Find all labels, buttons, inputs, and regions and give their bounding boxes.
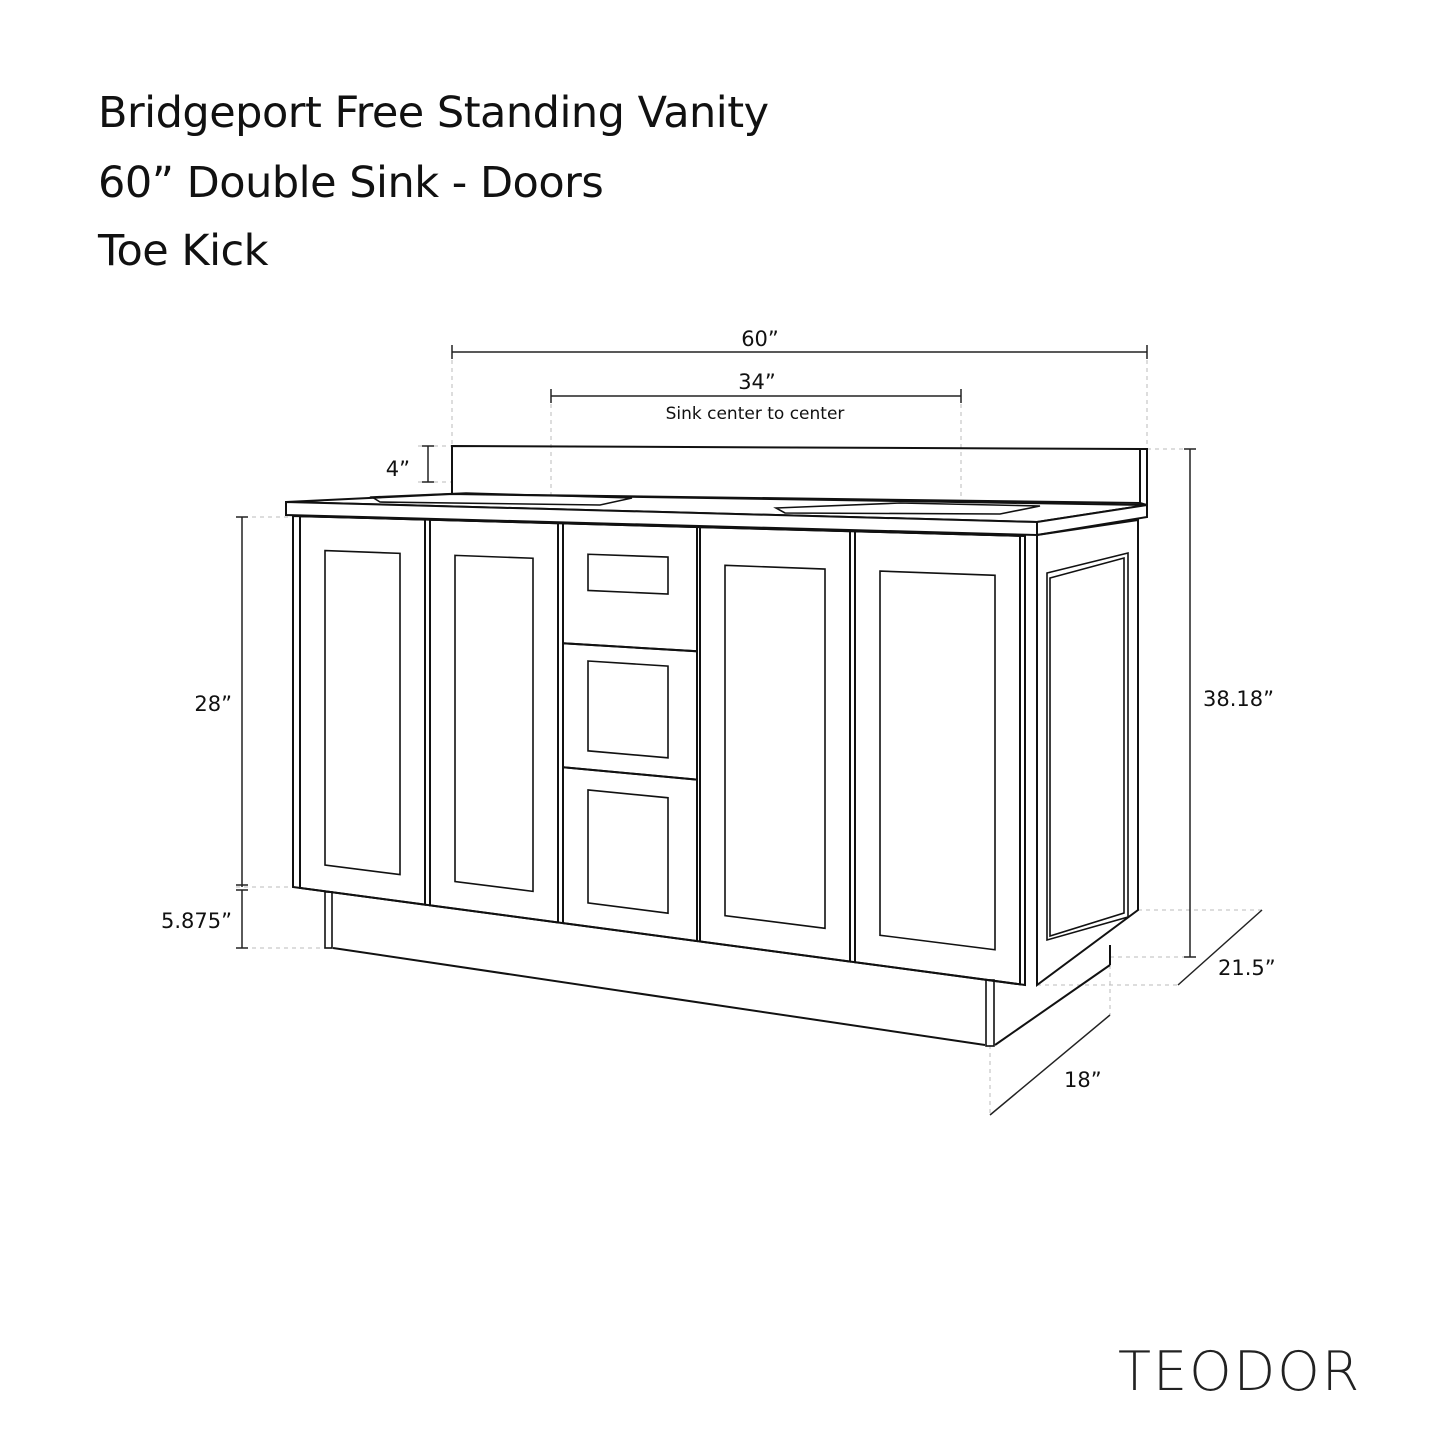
door-panel-1: [324, 549, 401, 876]
cabinet-frame: [299, 515, 1026, 986]
dimension-lines: [236, 345, 1263, 1116]
drawer-panel-3: [587, 789, 669, 915]
top-depth-label: 21.5”: [1218, 956, 1276, 980]
door-panel-2: [454, 554, 534, 893]
door-4: [854, 530, 1021, 986]
right-sink: [773, 502, 1041, 515]
drawer-panel-1: [587, 553, 669, 595]
door-1: [299, 515, 426, 906]
drawer-3: [562, 766, 698, 943]
door-panel-4: [879, 570, 996, 951]
title-line-2: 60” Double Sink - Doors: [98, 158, 604, 208]
overall-width-label: 60”: [741, 327, 779, 351]
cabinet-depth-label: 18”: [1064, 1068, 1102, 1092]
countertop: [285, 444, 1148, 537]
toe-kick-height-label: 5.875”: [161, 909, 232, 933]
toe-kick: [324, 891, 1111, 1047]
door-3: [699, 526, 851, 963]
cabinet: [292, 514, 1139, 987]
cabinet-front: [292, 514, 1026, 987]
left-sink: [369, 492, 633, 506]
drawer-panel-2: [587, 660, 669, 759]
backsplash-height-label: 4”: [386, 457, 410, 481]
title-line-3: Toe Kick: [98, 226, 269, 276]
sink-spacing-note: Sink center to center: [666, 404, 845, 424]
door-panel-3: [724, 564, 826, 930]
cabinet-height-label: 28”: [194, 692, 232, 716]
sink-spacing-label: 34”: [738, 370, 776, 394]
brand-logo: TEODOR: [1118, 1340, 1362, 1403]
door-2: [429, 518, 559, 924]
title-line-1: Bridgeport Free Standing Vanity: [98, 88, 769, 138]
drawer-1: [562, 522, 698, 653]
overall-height-label: 38.18”: [1203, 687, 1274, 711]
